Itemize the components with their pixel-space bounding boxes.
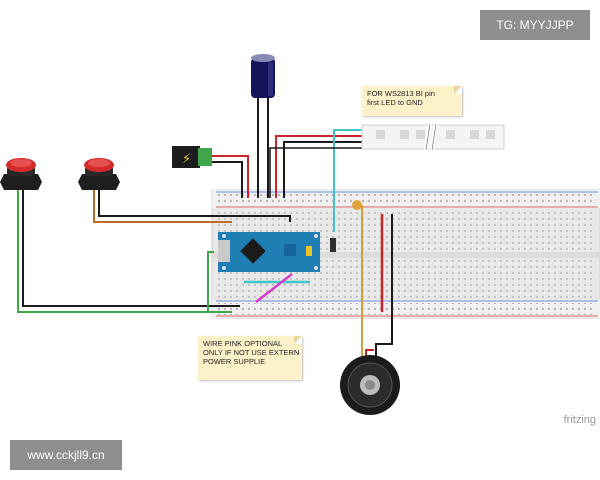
pink-wire-note-line-2: ONLY IF NOT USE EXTERN	[203, 348, 300, 357]
speaker-wires	[352, 200, 393, 360]
pink-wire-note: WIRE PINK OPTIONAL ONLY IF NOT USE EXTER…	[198, 336, 302, 380]
breadboard	[211, 189, 600, 319]
fritzing-brand: fritzing	[563, 414, 596, 426]
svg-text:⚡: ⚡	[182, 152, 191, 167]
pink-wire-note-line-1: WIRE PINK OPTIONAL	[203, 339, 283, 348]
led-strip	[361, 123, 505, 151]
watermark-bottom-left: www.cckjll9.cn	[10, 440, 122, 470]
ws2813-note: FOR WS2813 BI pin first LED to GND	[362, 86, 462, 116]
arduino-nano	[218, 232, 320, 272]
pink-optional-wire	[255, 273, 293, 303]
note-fold	[454, 86, 462, 94]
push-button-2	[78, 158, 120, 190]
button-wires	[17, 190, 291, 313]
resistor	[330, 238, 336, 252]
note-fold	[294, 336, 302, 344]
push-button-1	[0, 158, 42, 190]
speaker	[340, 355, 400, 415]
ws2813-note-line-1: FOR WS2813 BI pin	[367, 89, 435, 98]
power-jack: ⚡	[172, 146, 249, 198]
led-strip-wires	[269, 129, 364, 232]
ws2813-note-line-2: first LED to GND	[367, 98, 423, 107]
watermark-top-right: TG: MYYJJPP	[480, 10, 590, 40]
capacitor	[251, 54, 275, 198]
pink-wire-note-line-3: POWER SUPPLIE	[203, 357, 266, 366]
